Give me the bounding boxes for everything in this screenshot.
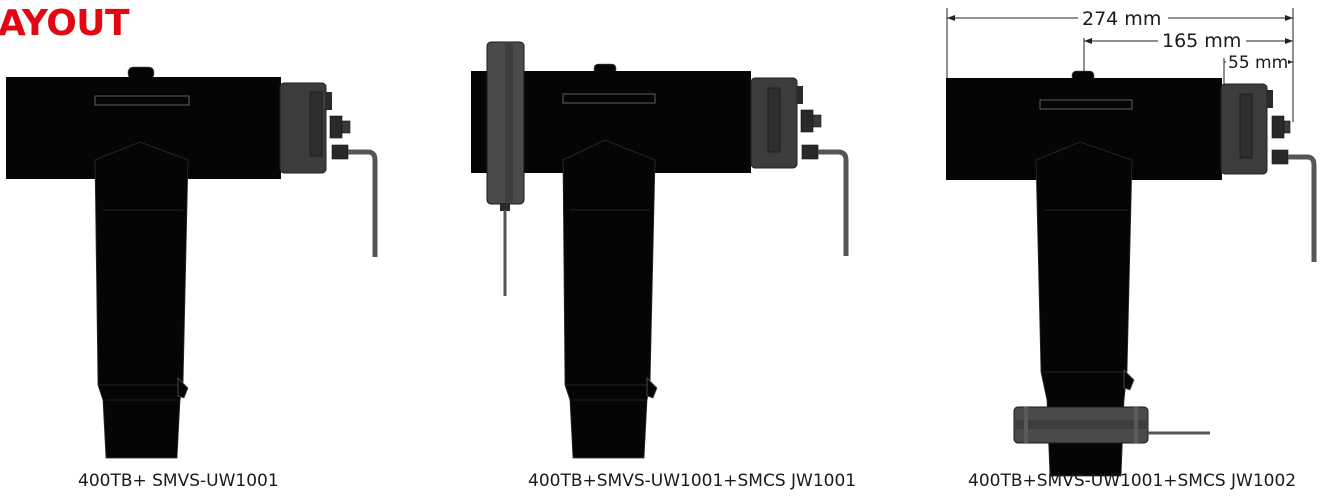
bottom-boss bbox=[177, 377, 189, 399]
page-title: AYOUT bbox=[0, 3, 130, 44]
cable bbox=[1288, 154, 1317, 262]
vertical-leg bbox=[562, 139, 656, 459]
vertical-leg bbox=[94, 141, 189, 459]
connector-figure-2 bbox=[471, 41, 849, 459]
cable bbox=[348, 149, 378, 257]
bolt-head bbox=[800, 109, 814, 133]
end-cap bbox=[1267, 90, 1273, 108]
bottom-boss bbox=[1123, 369, 1135, 391]
bolt-head bbox=[329, 115, 343, 139]
figure-caption-1: 400TB+ SMVS-UW1001 bbox=[78, 471, 279, 491]
cable-gland bbox=[1271, 149, 1289, 165]
cable-gland bbox=[331, 144, 349, 160]
label-slot bbox=[1039, 99, 1133, 110]
dimension-label-274: 274 mm bbox=[1082, 8, 1161, 30]
cable bbox=[818, 149, 849, 256]
dimension-label-55: 55 mm bbox=[1228, 53, 1288, 73]
dimension-annotations bbox=[946, 8, 1294, 122]
dimension-label-165: 165 mm bbox=[1162, 30, 1241, 52]
figure-caption-3: 400TB+SMVS-UW1001+SMCS JW1002 bbox=[968, 471, 1297, 491]
bottom-boss bbox=[646, 377, 658, 399]
label-slot bbox=[94, 95, 190, 106]
bolt-head bbox=[1271, 115, 1285, 139]
end-cap bbox=[797, 86, 803, 104]
figure-caption-2: 400TB+SMVS-UW1001+SMCS JW1001 bbox=[528, 471, 857, 491]
label-slot bbox=[562, 93, 656, 104]
connector-figure-1 bbox=[6, 66, 378, 459]
connector-figure-3 bbox=[946, 70, 1317, 477]
sensor-lead-connector bbox=[500, 203, 510, 211]
end-cap bbox=[326, 92, 332, 110]
cable-gland bbox=[801, 144, 819, 160]
